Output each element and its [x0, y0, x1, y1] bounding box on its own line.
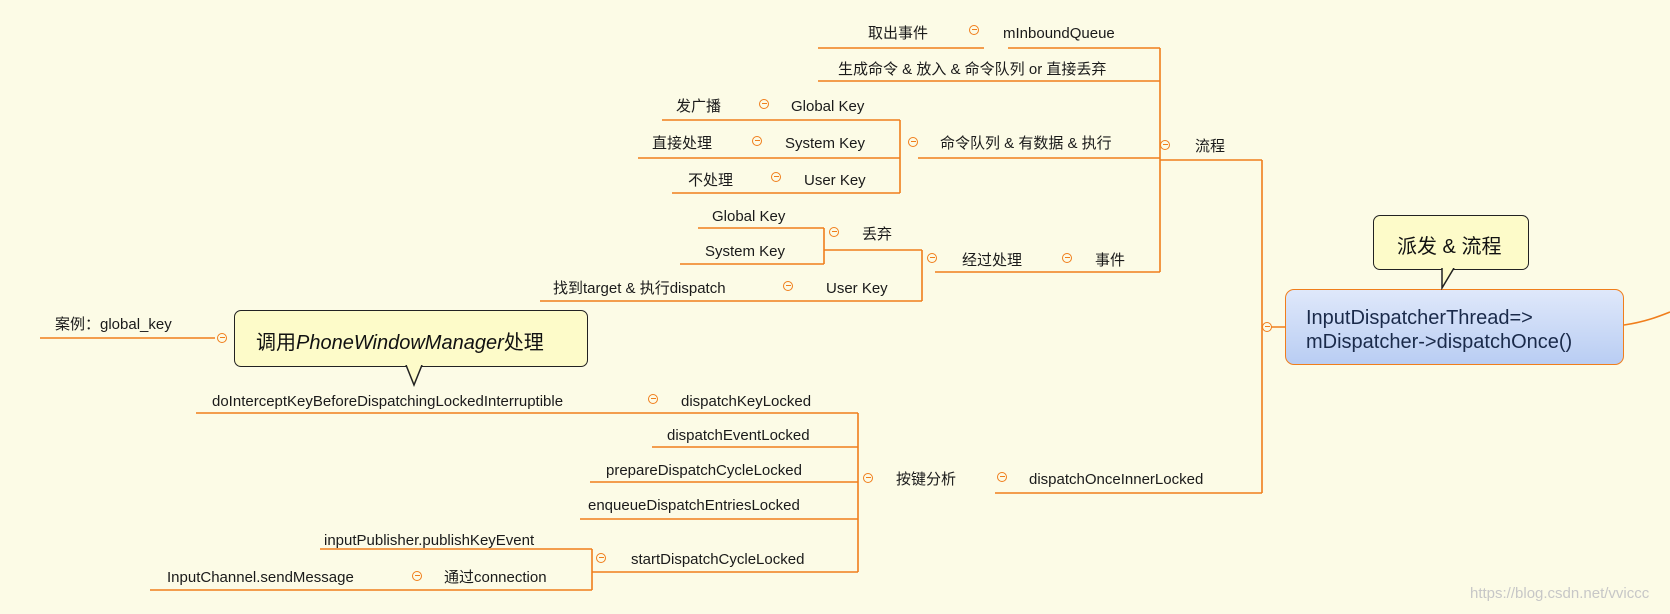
node-system-key-2[interactable]: System Key [705, 243, 786, 260]
root-topic[interactable]: InputDispatcherThread=> mDispatcher->dis… [1285, 289, 1624, 365]
root-topic-line1: InputDispatcherThread=> [1306, 307, 1533, 329]
callout-dispatch-flow-label: 派发 & 流程 [1397, 236, 1502, 258]
collapse-icon[interactable] [1062, 253, 1072, 263]
callout-pwm-pointer [405, 365, 423, 387]
collapse-icon[interactable] [927, 253, 937, 263]
node-dispatchonceinnerlocked[interactable]: dispatchOnceInnerLocked [1029, 471, 1204, 488]
node-take-event[interactable]: 取出事件 [868, 25, 929, 42]
node-preparedispatchcyclelocked[interactable]: prepareDispatchCycleLocked [606, 462, 802, 479]
callout-phonewindowmanager[interactable]: 调用PhoneWindowManager处理 [234, 310, 588, 367]
node-broadcast[interactable]: 发广播 [676, 98, 722, 115]
node-dispatchkeylocked[interactable]: dispatchKeyLocked [681, 393, 812, 410]
collapse-icon[interactable] [217, 333, 227, 343]
node-via-connection[interactable]: 通过connection [444, 569, 547, 586]
node-user-key-2[interactable]: User Key [826, 280, 888, 297]
node-dispatcheventlocked[interactable]: dispatchEventLocked [667, 427, 810, 444]
node-minboundqueue[interactable]: mInboundQueue [1003, 25, 1115, 42]
collapse-icon[interactable] [412, 571, 422, 581]
callout-dispatch-flow-pointer [1441, 268, 1455, 290]
callout-pwm-suffix: 处理 [503, 332, 544, 354]
collapse-icon[interactable] [752, 136, 762, 146]
collapse-icon[interactable] [1160, 140, 1170, 150]
callout-dispatch-flow[interactable]: 派发 & 流程 [1373, 215, 1529, 270]
node-event[interactable]: 事件 [1095, 252, 1126, 269]
node-discard[interactable]: 丢弃 [862, 226, 893, 243]
node-inputpublisher[interactable]: inputPublisher.publishKeyEvent [324, 532, 535, 549]
collapse-icon[interactable] [1262, 322, 1272, 332]
node-flow[interactable]: 流程 [1195, 138, 1226, 155]
node-global-key-1[interactable]: Global Key [791, 98, 865, 115]
node-command-queue[interactable]: 命令队列 & 有数据 & 执行 [940, 135, 1112, 152]
collapse-icon[interactable] [596, 553, 606, 563]
node-inputchannel-sendmessage[interactable]: InputChannel.sendMessage [167, 569, 354, 586]
node-generate-command[interactable]: 生成命令 & 放入 & 命令队列 or 直接丢弃 [838, 61, 1107, 78]
node-dointerceptkey[interactable]: doInterceptKeyBeforeDispatchingLockedInt… [212, 393, 564, 410]
node-enqueuedispatchentrieslocked[interactable]: enqueueDispatchEntriesLocked [588, 497, 800, 514]
watermark: https://blog.csdn.net/vviccc [1470, 585, 1650, 602]
root-topic-line2: mDispatcher->dispatchOnce() [1306, 331, 1573, 353]
collapse-icon[interactable] [771, 172, 781, 182]
node-user-key-1[interactable]: User Key [804, 172, 866, 189]
collapse-icon[interactable] [863, 473, 873, 483]
node-startdispatchcyclelocked[interactable]: startDispatchCycleLocked [631, 551, 805, 568]
node-direct-handle[interactable]: 直接处理 [652, 135, 713, 152]
collapse-icon[interactable] [648, 394, 658, 404]
collapse-icon[interactable] [969, 25, 979, 35]
node-case-global-key[interactable]: 案例：global_key [55, 316, 172, 333]
node-system-key-1[interactable]: System Key [785, 135, 866, 152]
callout-pwm-italic: PhoneWindowManager [296, 332, 504, 354]
collapse-icon[interactable] [997, 472, 1007, 482]
node-find-target[interactable]: 找到target & 执行dispatch [553, 280, 726, 297]
collapse-icon[interactable] [829, 227, 839, 237]
collapse-icon[interactable] [783, 281, 793, 291]
node-key-analysis[interactable]: 按键分析 [896, 471, 957, 488]
node-not-handle[interactable]: 不处理 [688, 172, 734, 189]
callout-pwm-prefix: 调用 [256, 332, 296, 354]
node-processed[interactable]: 经过处理 [962, 252, 1023, 269]
collapse-icon[interactable] [908, 137, 918, 147]
node-global-key-2[interactable]: Global Key [712, 208, 786, 225]
collapse-icon[interactable] [759, 99, 769, 109]
